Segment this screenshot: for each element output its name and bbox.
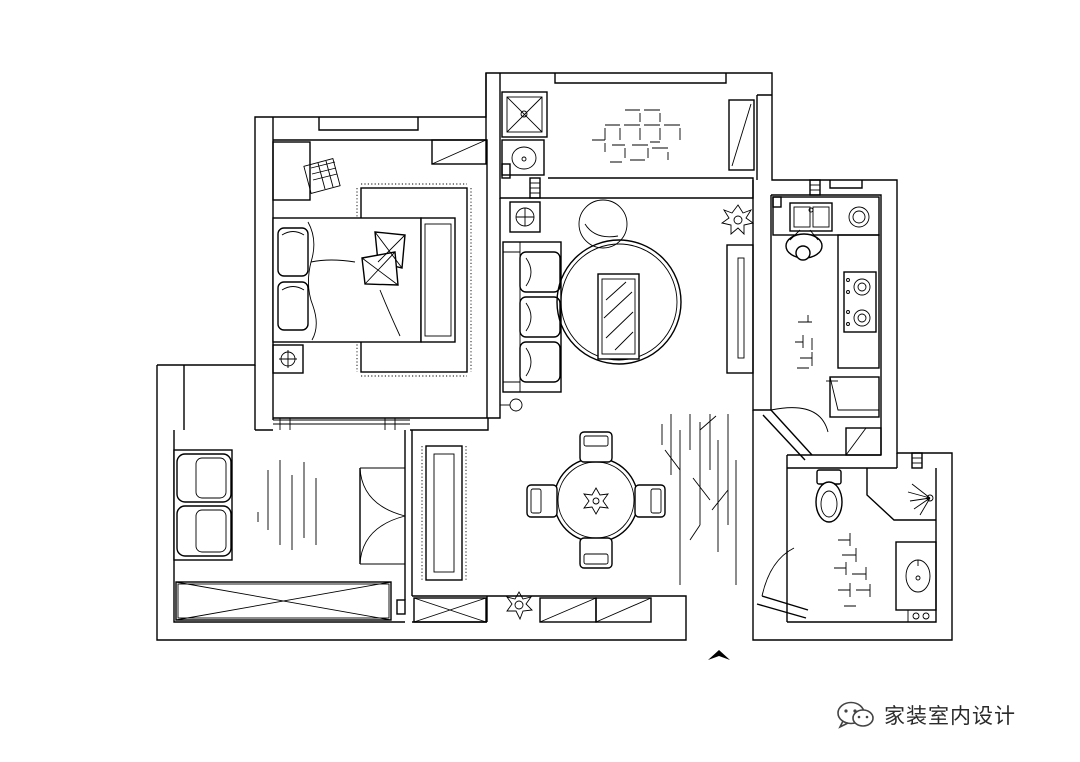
watermark-text: 家装室内设计 bbox=[884, 704, 1016, 728]
toilet-icon bbox=[815, 469, 843, 523]
window-markers bbox=[273, 177, 923, 615]
dining-area bbox=[526, 414, 737, 585]
dining-table bbox=[553, 457, 639, 543]
person-figure bbox=[785, 229, 823, 261]
living-sofa bbox=[502, 241, 562, 393]
entrance-arrow-icon bbox=[708, 650, 730, 660]
study-sofa bbox=[173, 449, 233, 561]
floor-pattern bbox=[661, 414, 737, 585]
cooktop bbox=[843, 271, 877, 333]
shower-head-icon bbox=[907, 483, 934, 516]
top-bathroom bbox=[501, 91, 755, 179]
bedroom-desk bbox=[272, 141, 311, 201]
dining-chairs bbox=[526, 431, 666, 569]
bathroom-sink bbox=[501, 139, 545, 176]
nightstand bbox=[272, 344, 304, 374]
round-side-table bbox=[578, 199, 628, 249]
main-bathroom bbox=[756, 468, 937, 623]
double-bed bbox=[272, 217, 456, 343]
bedroom bbox=[272, 139, 487, 377]
kitchen bbox=[762, 196, 882, 461]
plant-icon bbox=[505, 591, 533, 621]
kitchen-counter-side bbox=[837, 234, 880, 369]
kitchen-swing-door bbox=[762, 407, 882, 461]
shower-tray bbox=[501, 91, 548, 138]
study-room bbox=[173, 449, 406, 621]
hall-runner bbox=[421, 445, 467, 581]
watermark: 家装室内设计 bbox=[836, 698, 1016, 732]
bathroom-swing-door bbox=[756, 545, 809, 619]
bathroom-floor-tiles bbox=[592, 109, 681, 163]
study-double-door bbox=[359, 467, 406, 565]
tv-cabinet bbox=[726, 244, 754, 374]
flower-centerpiece-icon bbox=[583, 487, 609, 515]
wechat-icon bbox=[837, 701, 874, 729]
living-room bbox=[500, 199, 755, 412]
bathroom-cabinet bbox=[728, 99, 755, 171]
kitchen-counter-top bbox=[772, 196, 880, 236]
bottom-cabinets bbox=[413, 591, 652, 623]
desk-chair bbox=[303, 158, 341, 194]
bedroom-wardrobe bbox=[431, 139, 487, 165]
plant-icon bbox=[720, 204, 755, 236]
floor-lamp-stand bbox=[509, 201, 541, 233]
bath-floor-tiles bbox=[834, 533, 871, 607]
living-round-rug bbox=[556, 239, 682, 365]
kitchen-floor-tiles bbox=[795, 315, 813, 369]
coffee-table bbox=[597, 273, 640, 360]
study-floor-pattern bbox=[257, 460, 317, 550]
fridge bbox=[829, 376, 880, 418]
